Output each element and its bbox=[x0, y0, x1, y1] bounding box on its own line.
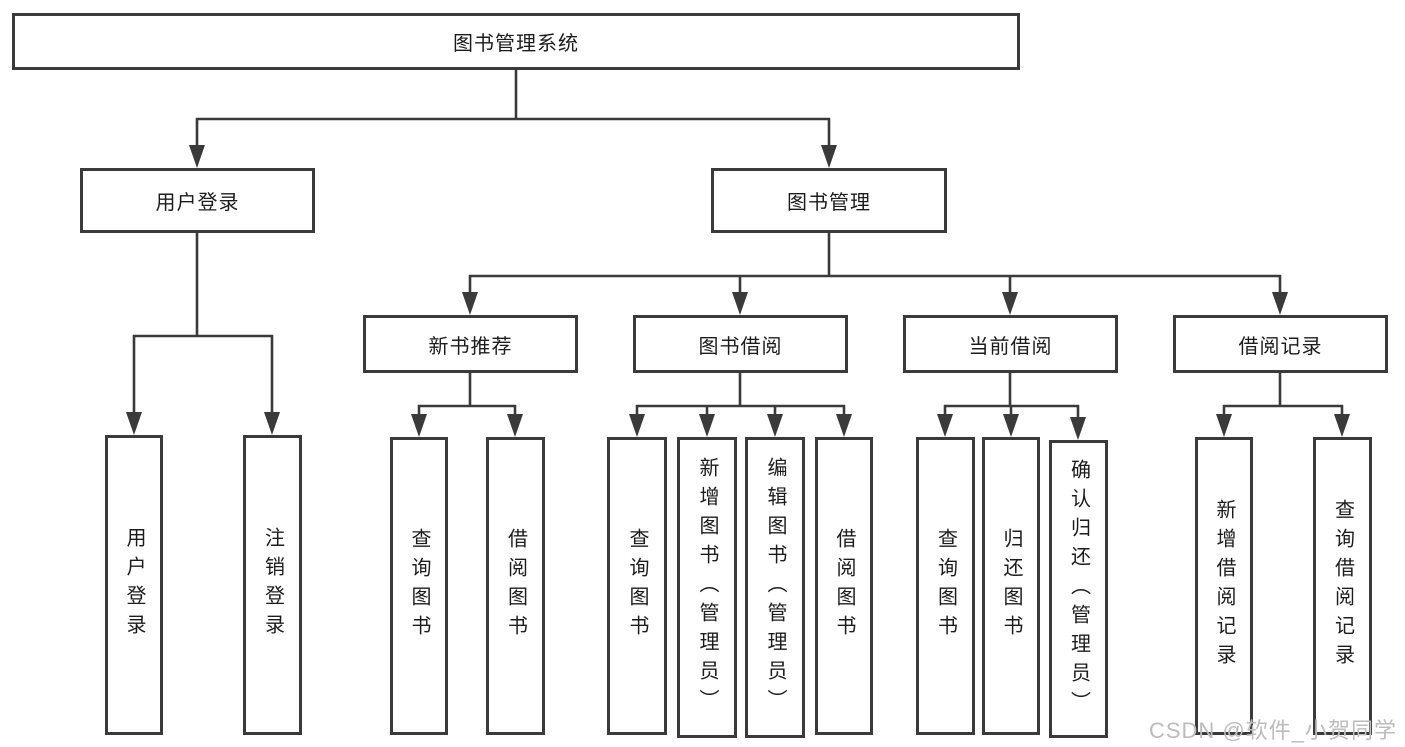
node-new-book-recommend: 新书推荐 bbox=[363, 315, 578, 373]
leaf-br-add-record: 新增借阅记录 bbox=[1195, 437, 1253, 735]
leaf-bb-add-books-admin-label: 新增图书（管理员） bbox=[696, 457, 718, 718]
csdn-watermark: CSDN @软件_小贺同学 bbox=[1148, 718, 1397, 743]
leaf-cb-query-books: 查询图书 bbox=[916, 437, 975, 735]
leaf-logout: 注销登录 bbox=[243, 435, 302, 735]
leaf-bb-edit-books-admin-label: 编辑图书（管理员） bbox=[764, 457, 786, 718]
leaf-cb-return-books: 归还图书 bbox=[982, 437, 1040, 735]
leaf-bb-edit-books-admin: 编辑图书（管理员） bbox=[745, 437, 805, 738]
leaf-nb-borrow-books: 借阅图书 bbox=[486, 437, 545, 735]
leaf-cb-confirm-return-admin: 确认归还（管理员） bbox=[1049, 440, 1108, 738]
node-user-login-label: 用户登录 bbox=[155, 192, 240, 214]
leaf-br-query-record: 查询借阅记录 bbox=[1313, 437, 1372, 735]
leaf-br-add-record-label: 新增借阅记录 bbox=[1213, 499, 1235, 673]
leaf-logout-label: 注销登录 bbox=[261, 527, 284, 643]
leaf-nb-query-books: 查询图书 bbox=[390, 437, 448, 735]
leaf-user-login: 用户登录 bbox=[105, 435, 163, 735]
node-book-borrow-label: 图书借阅 bbox=[698, 335, 783, 358]
node-borrow-records: 借阅记录 bbox=[1173, 315, 1388, 373]
node-root: 图书管理系统 bbox=[12, 13, 1020, 70]
node-current-borrow: 当前借阅 bbox=[903, 315, 1118, 373]
node-book-management: 图书管理 bbox=[711, 168, 947, 233]
node-book-borrow: 图书借阅 bbox=[633, 315, 848, 373]
leaf-user-login-label: 用户登录 bbox=[123, 527, 145, 643]
leaf-cb-return-books-label: 归还图书 bbox=[1000, 528, 1022, 644]
arrowhead-icons bbox=[126, 145, 1350, 440]
node-current-borrow-label: 当前借阅 bbox=[968, 335, 1053, 358]
node-new-book-recommend-label: 新书推荐 bbox=[428, 335, 513, 358]
leaf-cb-query-books-label: 查询图书 bbox=[934, 528, 957, 644]
leaf-bb-borrow-books-label: 借阅图书 bbox=[833, 528, 855, 644]
node-book-management-label: 图书管理 bbox=[787, 192, 871, 214]
node-root-label: 图书管理系统 bbox=[453, 33, 579, 55]
leaf-nb-borrow-books-label: 借阅图书 bbox=[504, 528, 527, 644]
leaf-cb-confirm-return-admin-label: 确认归还（管理员） bbox=[1067, 458, 1090, 720]
node-borrow-records-label: 借阅记录 bbox=[1238, 335, 1323, 358]
leaf-br-query-record-label: 查询借阅记录 bbox=[1331, 499, 1354, 673]
leaf-bb-borrow-books: 借阅图书 bbox=[815, 437, 873, 735]
leaf-nb-query-books-label: 查询图书 bbox=[408, 528, 430, 644]
leaf-bb-query-books: 查询图书 bbox=[607, 437, 667, 735]
leaf-bb-query-books-label: 查询图书 bbox=[626, 528, 648, 644]
node-user-login: 用户登录 bbox=[80, 168, 315, 233]
leaf-bb-add-books-admin: 新增图书（管理员） bbox=[677, 437, 737, 738]
